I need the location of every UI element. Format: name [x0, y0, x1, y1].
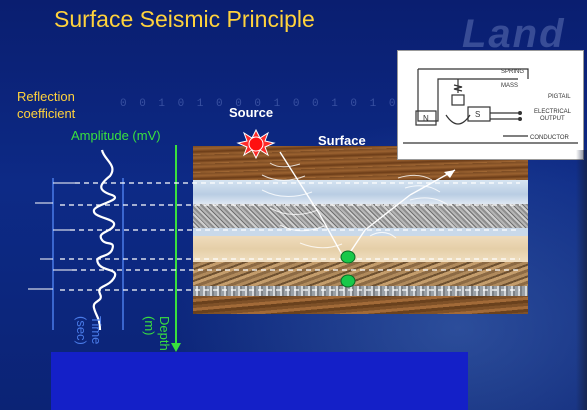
depth-axis-arrowhead	[171, 343, 181, 352]
wavefronts	[261, 162, 449, 249]
time-axis-label: Time (sec)	[74, 316, 104, 345]
inset-conductor-label: CONDUCTOR	[530, 135, 570, 141]
geophone-schematic-inset: SPRING MASS PIGTAIL ELECTRICAL OUTPUT CO…	[397, 50, 584, 160]
inset-output-label: OUTPUT	[540, 116, 565, 122]
amplitude-label: Amplitude (mV)	[71, 128, 161, 143]
depth-axis-label: Depth (m)	[142, 316, 172, 351]
surface-label: Surface	[318, 133, 366, 148]
layer-sandstone	[193, 236, 528, 262]
inset-electrical-label: ELECTRICAL	[534, 109, 572, 115]
inset-pigtail-label: PIGTAIL	[548, 94, 571, 100]
layer-deep-brown	[193, 296, 528, 314]
source-label: Source	[229, 105, 274, 120]
geophone-schematic: SPRING MASS PIGTAIL ELECTRICAL OUTPUT CO…	[403, 68, 578, 144]
inset-spring-label: SPRING	[501, 69, 524, 75]
layer-granite	[193, 204, 528, 228]
reflection-coefficient-label: Reflection coefficient	[17, 89, 76, 121]
binary-overlay: 0 0 1 0 1 0 0 0 1 0 0 1 0 1 0 1	[120, 98, 418, 110]
ray-arrowhead	[444, 170, 455, 178]
caption-box	[51, 352, 468, 410]
inset-north-pole: N	[423, 114, 429, 123]
source-star-icon	[236, 128, 276, 160]
slide-title: Surface Seismic Principle	[54, 6, 315, 32]
layer-rock	[193, 262, 528, 286]
watermark: Land	[462, 12, 566, 56]
layer-gravel	[193, 286, 528, 296]
inset-mass-label: MASS	[501, 83, 518, 89]
geophone-1	[340, 250, 356, 264]
reflection-guide-lines	[60, 182, 520, 291]
geology-cross-section	[193, 146, 528, 314]
layer-light-blue	[193, 228, 528, 236]
geophone-2	[340, 274, 356, 288]
seismic-trace	[92, 149, 117, 331]
reflection-coefficient-spikes	[28, 182, 75, 290]
background-machinery-shadow	[576, 150, 587, 410]
ray-paths	[279, 151, 456, 261]
layer-pale-blue	[193, 180, 528, 204]
inset-south-pole: S	[475, 110, 480, 119]
geophone-receivers	[340, 250, 356, 288]
